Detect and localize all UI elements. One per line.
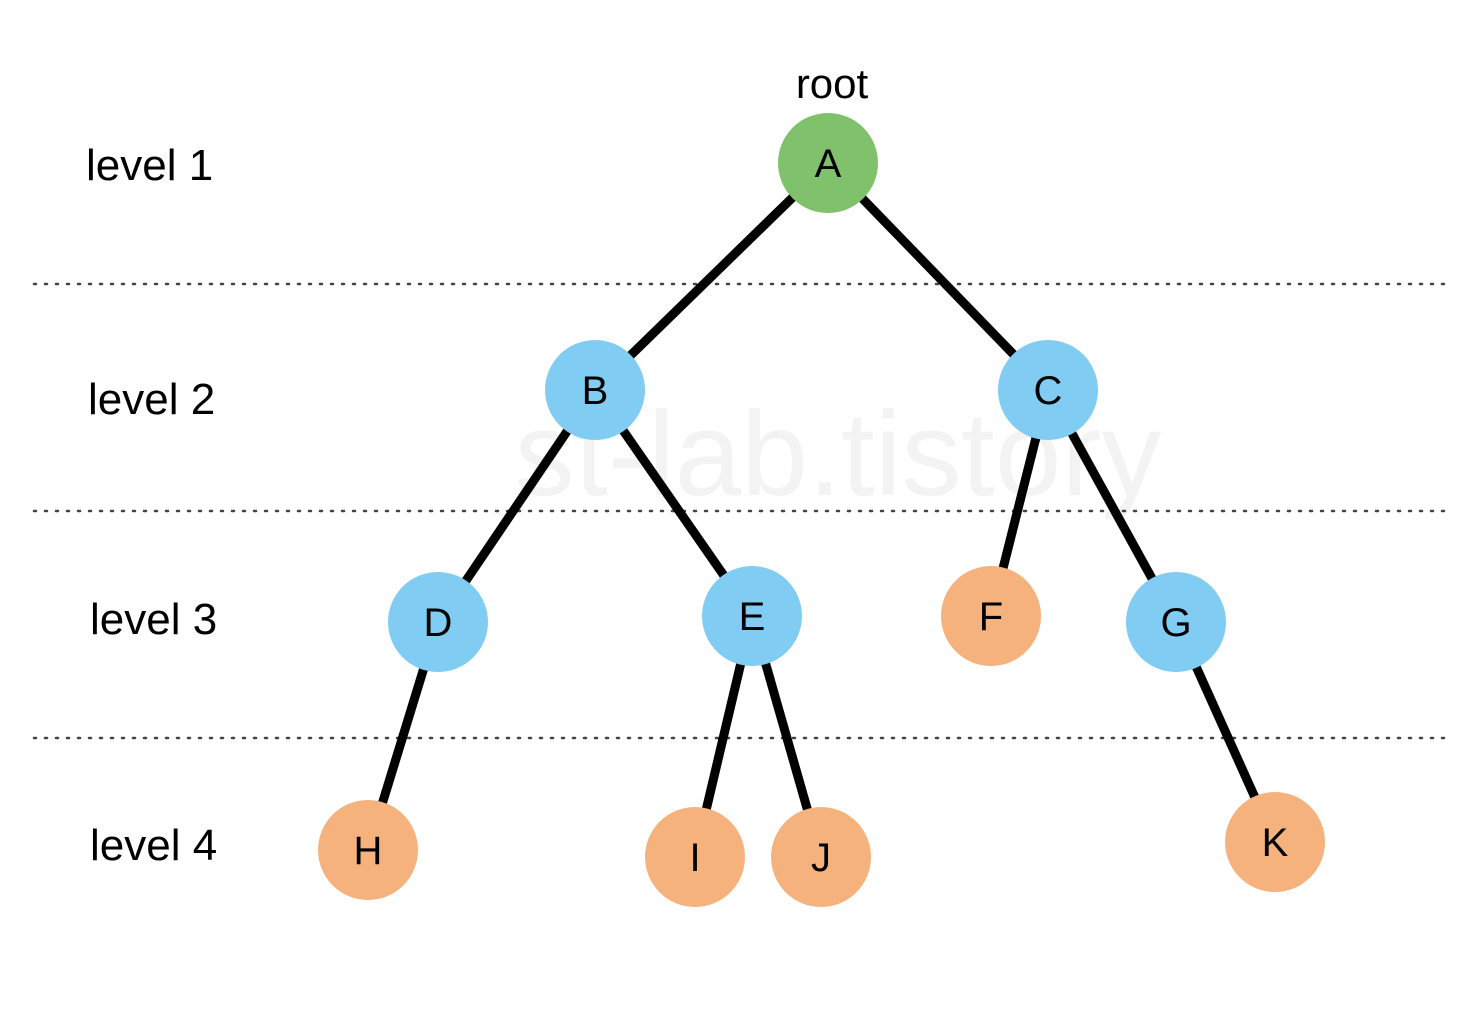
edge-B-D — [461, 427, 572, 585]
edge-A-B — [626, 193, 797, 360]
node-circle-E — [702, 566, 802, 666]
edge-E-J — [760, 660, 813, 813]
tree-node-C: C — [998, 340, 1098, 440]
edge-E-I — [701, 661, 746, 812]
tree-node-I: I — [645, 807, 745, 907]
level-label-4: level 4 — [90, 821, 217, 870]
node-label-G: G — [1160, 601, 1191, 645]
edge-D-H — [377, 666, 429, 806]
node-label-J: J — [811, 836, 831, 880]
node-label-C: C — [1034, 369, 1063, 413]
level-label-2: level 2 — [88, 375, 215, 424]
tree-node-D: D — [388, 572, 488, 672]
tree-node-J: J — [771, 807, 871, 907]
node-label-A: A — [815, 142, 842, 186]
node-circle-F — [941, 566, 1041, 666]
node-label-K: K — [1262, 821, 1289, 865]
node-circle-G — [1126, 572, 1226, 672]
level-label-1: level 1 — [86, 141, 213, 190]
tree-node-G: G — [1126, 572, 1226, 672]
edge-G-K — [1191, 663, 1260, 801]
nodes-layer: A B C D E F G H I J K — [318, 113, 1325, 907]
tree-node-F: F — [941, 566, 1041, 666]
edge-A-C — [858, 194, 1018, 359]
node-circle-H — [318, 800, 418, 900]
node-circle-A — [778, 113, 878, 213]
node-circle-J — [771, 807, 871, 907]
node-circle-B — [545, 340, 645, 440]
node-label-H: H — [354, 829, 383, 873]
root-label: root — [796, 60, 869, 107]
edge-C-G — [1067, 429, 1157, 583]
node-label-E: E — [739, 595, 766, 639]
node-label-I: I — [689, 836, 700, 880]
edge-B-E — [618, 426, 729, 580]
tree-node-A: A — [778, 113, 878, 213]
node-circle-I — [645, 807, 745, 907]
tree-node-K: K — [1225, 792, 1325, 892]
edge-C-F — [998, 435, 1041, 571]
tree-node-B: B — [545, 340, 645, 440]
edges-layer — [377, 193, 1260, 813]
node-circle-D — [388, 572, 488, 672]
node-label-F: F — [979, 595, 1003, 639]
tree-node-H: H — [318, 800, 418, 900]
node-circle-K — [1225, 792, 1325, 892]
node-label-B: B — [582, 369, 609, 413]
level-label-3: level 3 — [90, 595, 217, 644]
node-label-D: D — [424, 601, 453, 645]
node-circle-C — [998, 340, 1098, 440]
tree-node-E: E — [702, 566, 802, 666]
